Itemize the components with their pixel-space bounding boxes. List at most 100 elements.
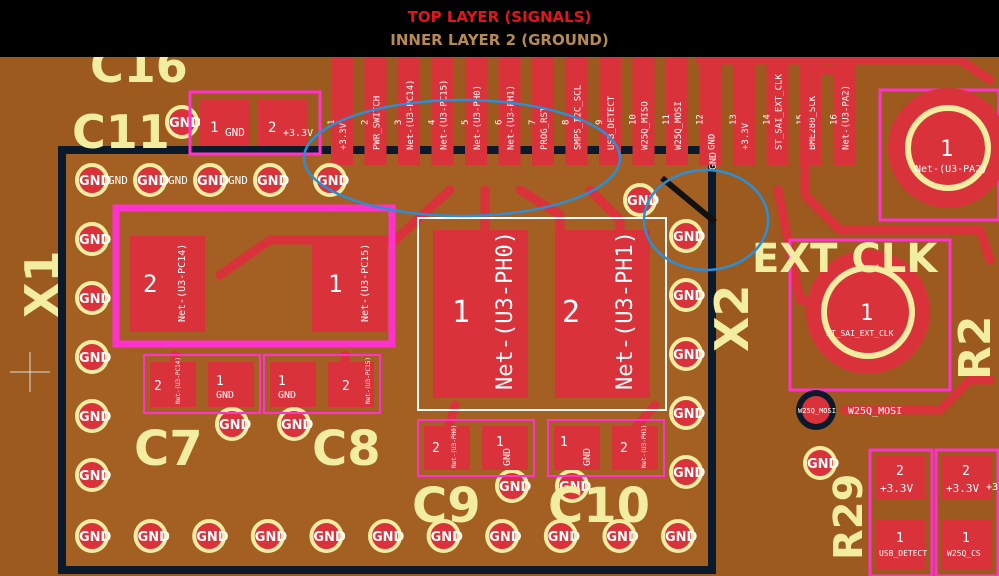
tp-ext-clk-courtyard xyxy=(788,238,952,392)
connector-pin-14-label: ST_SAI_EXT_CLK xyxy=(775,74,785,150)
connector-pin-1-num: 1 xyxy=(327,120,337,125)
right-part-1-pad-1[interactable] xyxy=(876,520,926,570)
gnd-via xyxy=(543,519,578,553)
right-part-1-pad-2[interactable] xyxy=(876,456,926,500)
gnd-via xyxy=(669,455,703,489)
x1-pad-2[interactable] xyxy=(130,236,205,332)
connector-pin-12[interactable] xyxy=(699,57,722,165)
gnd-via xyxy=(193,163,227,197)
gnd-via-label: GND xyxy=(257,174,290,189)
c11-pad1-num: 1 xyxy=(210,120,218,136)
c10-pad-2[interactable] xyxy=(612,426,658,470)
c8-pad-2[interactable] xyxy=(328,362,374,407)
x1-pad-1[interactable] xyxy=(312,236,387,332)
tp-ext-clk-num: 1 xyxy=(860,301,873,326)
gnd-via xyxy=(75,340,109,374)
trace-top-bus xyxy=(695,55,995,85)
gnd-via xyxy=(75,399,109,433)
x2-pad-2[interactable] xyxy=(555,230,650,398)
connector-pin-2-num: 2 xyxy=(361,120,371,125)
x1-pad1-net: Net-(U3-PC15) xyxy=(360,244,371,322)
right-part-1-bot-num: 1 xyxy=(896,531,904,546)
c9-pad1-net: GND xyxy=(502,448,513,466)
c9-pad-1[interactable] xyxy=(482,426,528,470)
gnd-via-label: GND xyxy=(489,530,522,545)
connector-pin-1[interactable] xyxy=(331,57,353,165)
inline-gnd-label: GND xyxy=(168,174,188,187)
connector-pin-10-num: 10 xyxy=(629,114,639,125)
right-part-2-pad-2[interactable] xyxy=(942,456,992,500)
connector-pin-6[interactable] xyxy=(498,57,521,165)
c11-pad1-net: GND xyxy=(225,126,245,139)
c9-pad2-net: Net-(U3-PH0) xyxy=(451,425,458,468)
connector-pin-9-num: 9 xyxy=(595,120,605,125)
designator-r2: R2 xyxy=(950,316,999,381)
tp-ext-clk-net: ST_SAI_EXT_CLK xyxy=(826,329,894,338)
c8-pad2-num: 2 xyxy=(342,379,350,394)
x2-pad1-num: 1 xyxy=(452,295,470,330)
gnd-via-label: GND xyxy=(79,233,112,248)
connector-pin-11[interactable] xyxy=(666,57,688,165)
right-part-2-bot-net: W25Q_CS xyxy=(947,549,981,558)
connector-pin-14[interactable] xyxy=(766,57,789,165)
c7-pad-2[interactable] xyxy=(150,362,196,407)
gnd-via xyxy=(661,519,695,553)
gnd-via-label: GND xyxy=(169,116,202,131)
c7-pad-1[interactable] xyxy=(208,362,254,407)
tp-pa2-net: Net-(U3-PA2) xyxy=(915,164,987,175)
connector-pin-10[interactable] xyxy=(632,57,655,165)
gnd-via xyxy=(133,163,167,197)
connector-pin-4[interactable] xyxy=(431,57,454,165)
gnd-via-label: GND xyxy=(673,289,706,304)
designator-c8: C8 xyxy=(312,421,381,477)
connector-pin-7[interactable] xyxy=(532,57,554,165)
gnd-via xyxy=(75,222,109,256)
gnd-via-label: GND xyxy=(137,174,170,189)
c11-pad-2[interactable] xyxy=(258,100,308,146)
c7-pad2-num: 2 xyxy=(154,379,162,394)
c10-pad2-net: Net-(U3-PH1) xyxy=(641,425,648,468)
tp-pa2-ring xyxy=(905,105,991,191)
gnd-via xyxy=(309,519,344,553)
x2-pad-1[interactable] xyxy=(433,230,528,398)
connector-pin-10-label: W25Q_MISO xyxy=(641,101,651,150)
right-part-2-pad-1[interactable] xyxy=(942,520,992,570)
connector-pin-5[interactable] xyxy=(465,57,487,165)
gnd-via-label: GND xyxy=(79,410,112,425)
right-part-2-top-num: 2 xyxy=(962,464,970,479)
right-part-1-top-net: +3.3V xyxy=(880,482,913,495)
gnd-via xyxy=(277,407,311,441)
trace-w25q-mosi xyxy=(840,375,995,415)
c11-pad-1[interactable] xyxy=(200,100,250,146)
connector-pin-9[interactable] xyxy=(599,57,621,165)
c10-pad-1[interactable] xyxy=(554,426,600,470)
gnd-via xyxy=(623,183,657,217)
gnd-via xyxy=(75,458,109,492)
c10-pad1-net: GND xyxy=(582,448,593,466)
gnd-via xyxy=(803,446,837,480)
designator-x1: X1 xyxy=(15,251,69,318)
connector-pin-2[interactable] xyxy=(364,57,387,165)
gnd-via-label: GND xyxy=(79,469,112,484)
connector-pin-11-num: 11 xyxy=(662,114,672,125)
c9-pad2-num: 2 xyxy=(432,441,440,456)
gnd-via xyxy=(192,519,227,553)
gnd-via-label: GND xyxy=(431,530,464,545)
x1-pad1-num: 1 xyxy=(328,270,342,298)
gnd-via xyxy=(669,278,703,312)
c9-pad-2[interactable] xyxy=(424,426,470,470)
connector-pin-16[interactable] xyxy=(833,57,856,165)
connector-pin-8[interactable] xyxy=(565,57,588,165)
x1-pad2-num: 2 xyxy=(143,270,157,298)
annotation-ellipse-gnd-jumper xyxy=(642,168,770,272)
c8-pad-1[interactable] xyxy=(270,362,316,407)
right-part-1-top-num: 2 xyxy=(896,464,904,479)
connector-pin-3[interactable] xyxy=(398,57,420,165)
gnd-via xyxy=(253,163,287,197)
gnd-via-label: GND xyxy=(548,530,581,545)
via-w25q-mosi[interactable] xyxy=(802,396,830,424)
connector-pin-7-label: PROG_RST xyxy=(540,106,550,150)
connector-pin-13[interactable] xyxy=(733,57,755,165)
